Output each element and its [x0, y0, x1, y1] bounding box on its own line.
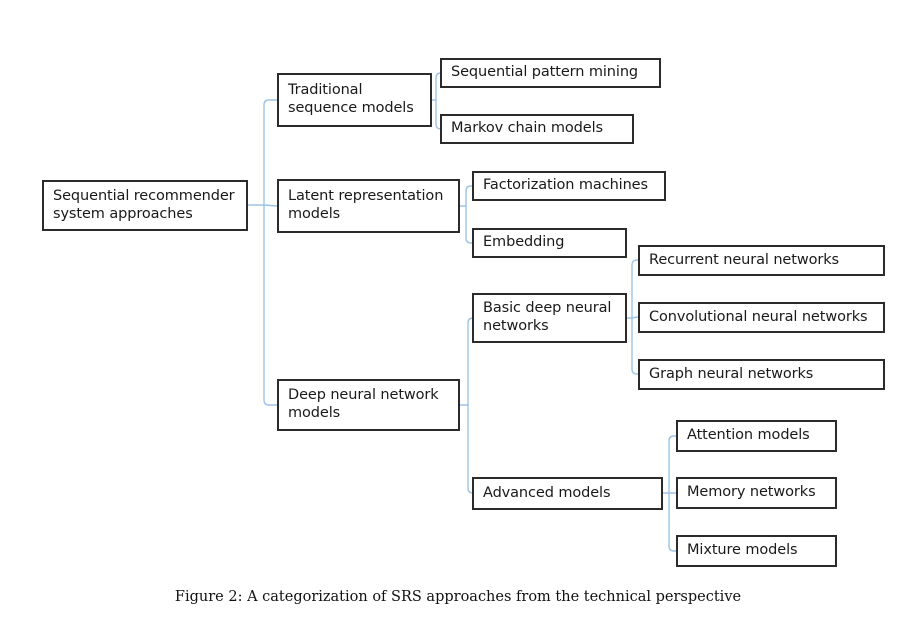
node-markov-chain-models[interactable]: Markov chain models [440, 114, 634, 144]
figure-caption: Figure 2: A categorization of SRS approa… [174, 589, 742, 605]
advanced-to-children-branch [668, 492, 677, 552]
node-label: Graph neural networks [649, 365, 814, 382]
node-label: Convolutional neural networks [649, 308, 868, 325]
node-label: Embedding [483, 234, 565, 251]
node-label: Sequential recommender system approaches [53, 187, 235, 222]
node-latent-representation-models[interactable]: Latent representation models [277, 179, 460, 233]
node-convolutional-neural-networks[interactable]: Convolutional neural networks [638, 302, 885, 333]
node-deep-neural-network-models[interactable]: Deep neural network models [277, 379, 460, 431]
node-basic-deep-neural-networks[interactable]: Basic deep neural networks [472, 293, 627, 343]
node-label: Recurrent neural networks [649, 251, 839, 268]
node-embedding[interactable]: Embedding [472, 228, 627, 258]
node-label: Markov chain models [451, 120, 603, 137]
node-label: Basic deep neural networks [483, 300, 612, 334]
advanced-to-children-branch [668, 435, 677, 494]
node-recurrent-neural-networks[interactable]: Recurrent neural networks [638, 245, 885, 276]
node-label: Factorization machines [483, 177, 648, 194]
node-attention-models[interactable]: Attention models [676, 420, 837, 452]
node-advanced-models[interactable]: Advanced models [472, 477, 663, 510]
root-to-level1-branch [263, 204, 278, 406]
node-memory-networks[interactable]: Memory networks [676, 477, 837, 509]
node-label: Mixture models [687, 542, 798, 559]
node-mixture-models[interactable]: Mixture models [676, 535, 837, 567]
node-label: Sequential pattern mining [451, 64, 639, 81]
node-label: Deep neural network models [288, 387, 439, 421]
node-label: Attention models [687, 427, 810, 444]
node-sequential-pattern-mining[interactable]: Sequential pattern mining [440, 58, 661, 88]
node-label: Latent representation models [288, 188, 444, 222]
node-label: Memory networks [687, 484, 816, 501]
node-graph-neural-networks[interactable]: Graph neural networks [638, 359, 885, 390]
node-label: Traditional sequence models [288, 82, 414, 116]
node-label: Advanced models [483, 484, 611, 501]
node-factorization-machines[interactable]: Factorization machines [472, 171, 666, 201]
root-to-level1-branch [263, 99, 278, 206]
node-traditional-sequence-models[interactable]: Traditional sequence models [277, 73, 432, 127]
root-to-level1-branch [263, 204, 278, 207]
node-sequential-recommender-system-approaches[interactable]: Sequential recommender system approaches [42, 180, 248, 231]
